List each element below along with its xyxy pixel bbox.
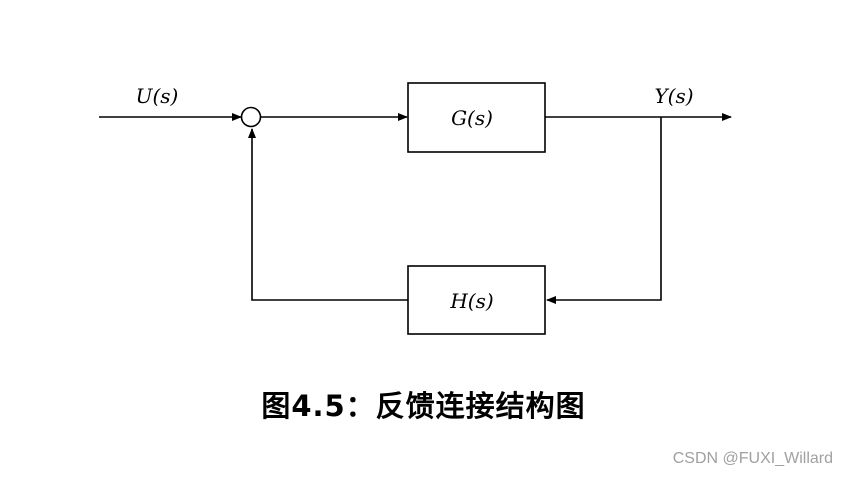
watermark: CSDN @FUXI_Willard (672, 450, 833, 467)
input-label: U(s) (136, 84, 179, 108)
forward-block (407, 82, 546, 153)
forward-block-label: G(s) (451, 106, 493, 130)
output-label: Y(s) (654, 84, 693, 108)
feedback-pickoff-line (546, 117, 662, 304)
feedback-block-label: H(s) (449, 289, 493, 313)
summing-junction (240, 106, 262, 128)
figure-caption: 图4.5：反馈连接结构图 (261, 389, 586, 423)
feedback-return-line (248, 128, 408, 301)
